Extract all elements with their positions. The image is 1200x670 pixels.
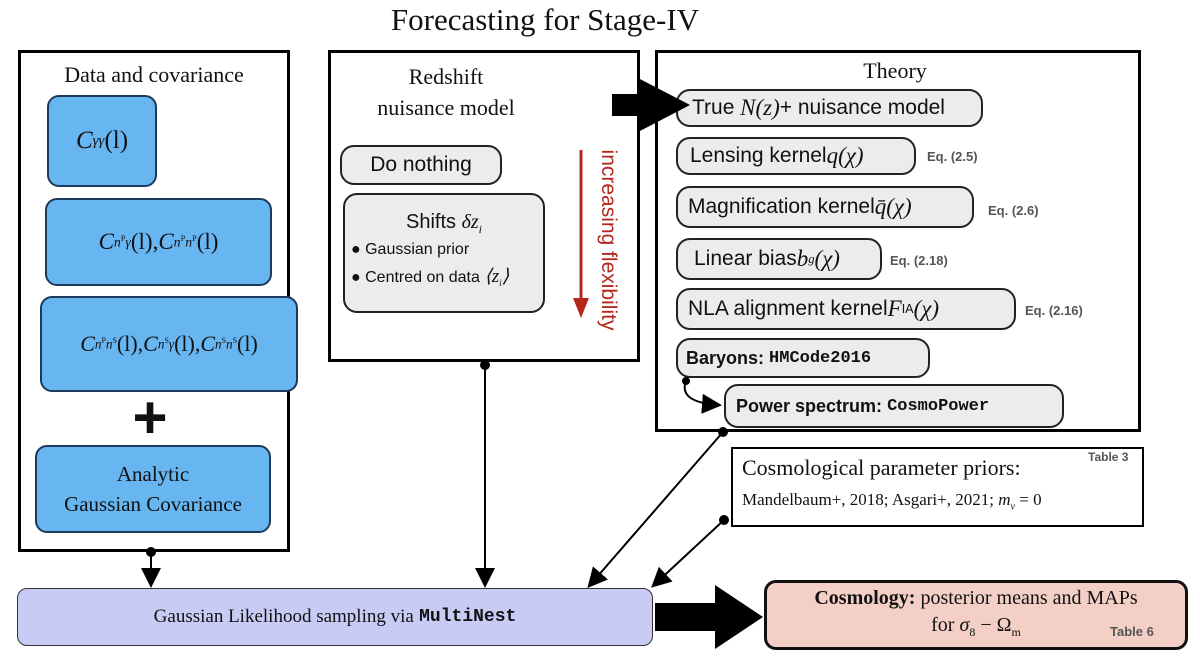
- bullet-gaussian-prior: ● Gaussian prior: [351, 241, 470, 258]
- gamma-sub: γ: [125, 234, 131, 250]
- priors-heading: Cosmological parameter priors:: [742, 455, 1021, 480]
- c-symbol: C: [143, 331, 158, 356]
- n-sub: n: [185, 234, 193, 250]
- c-arg: (l): [104, 127, 129, 154]
- c-symbol: C: [75, 127, 93, 154]
- theory-to-likelihood-line: [587, 431, 724, 589]
- eq-2-6: Eq. (2.6): [988, 203, 1039, 218]
- eq-2-5: Eq. (2.5): [927, 149, 978, 164]
- priors-box: [731, 447, 1144, 527]
- power-spectrum-box: Power spectrum: CosmoPower: [724, 384, 1064, 428]
- eq-2-16: Eq. (2.16): [1025, 303, 1083, 318]
- data-panel-heading: Data and covariance: [64, 62, 244, 87]
- redshift-heading-line1: Redshift: [408, 64, 484, 89]
- c-symbol: C: [200, 331, 216, 356]
- cov-line2: Gaussian Covariance: [64, 492, 242, 516]
- cosmology-table-ref: Table 6: [1110, 624, 1154, 639]
- eq-2-18: Eq. (2.18): [890, 253, 948, 268]
- priors-to-likelihood-line: [651, 519, 725, 588]
- bullet-centred-on-data: ● Centred on data ⟨zi⟩: [351, 266, 510, 290]
- multinest-code: MultiNest: [419, 607, 517, 627]
- redshift-heading-line2: nuisance model: [377, 95, 515, 120]
- arg: (l),: [116, 331, 144, 356]
- baryons-to-power-arrow: [683, 380, 722, 414]
- arg: (l): [237, 331, 258, 356]
- flexibility-arrow-head: [573, 298, 589, 318]
- cosmology-line2: for σ8 − Ωm: [931, 614, 1021, 639]
- likelihood-box: Gaussian Likelihood sampling via MultiNe…: [17, 588, 653, 646]
- p-sup: P: [180, 233, 186, 243]
- c-sub: γγ: [92, 132, 105, 149]
- priors-references: Mandelbaum+, 2018; Asgari+, 2021; mν = 0: [742, 490, 1042, 513]
- arg: (l),: [174, 331, 201, 356]
- likelihood-to-cosmology-arrow: [655, 585, 763, 649]
- redshift-to-theory-arrow: [612, 78, 690, 132]
- shifts-title: Shifts δzi: [405, 211, 482, 236]
- analytic-covariance-box: Analytic Gaussian Covariance: [35, 445, 271, 533]
- true-nz-box: True N(z) + nuisance model: [676, 89, 983, 127]
- baryons-box: Baryons: HMCode2016: [676, 338, 930, 378]
- cov-line1: Analytic: [116, 462, 190, 486]
- arg: (l),: [130, 229, 159, 254]
- lensing-kernel-box: Lensing kernel q(χ): [676, 137, 916, 175]
- c-symbol: C: [158, 229, 174, 254]
- page-title: Forecasting for Stage-IV: [390, 2, 700, 37]
- p-sup: P: [120, 233, 126, 243]
- c-symbol: C: [80, 331, 95, 356]
- p-sup: P: [192, 233, 197, 243]
- cosmology-line1: Cosmology: posterior means and MAPs: [814, 587, 1138, 609]
- theory-heading: Theory: [863, 58, 927, 83]
- magnification-kernel-box: Magnification kernel q̄(χ): [676, 186, 974, 228]
- arg: (l): [196, 229, 219, 254]
- cosmology-box: [764, 580, 1188, 650]
- likelihood-text: Gaussian Likelihood sampling via: [153, 606, 414, 627]
- c-symbol: C: [98, 229, 114, 254]
- priors-table-ref: Table 3: [1088, 450, 1129, 464]
- shifts-box: Shifts δzi ● Gaussian prior ● Centred on…: [343, 193, 545, 313]
- n-sub: n: [113, 234, 121, 250]
- plus-sign: +: [132, 384, 168, 451]
- n-sub: n: [173, 234, 181, 250]
- do-nothing-box: Do nothing: [340, 145, 502, 185]
